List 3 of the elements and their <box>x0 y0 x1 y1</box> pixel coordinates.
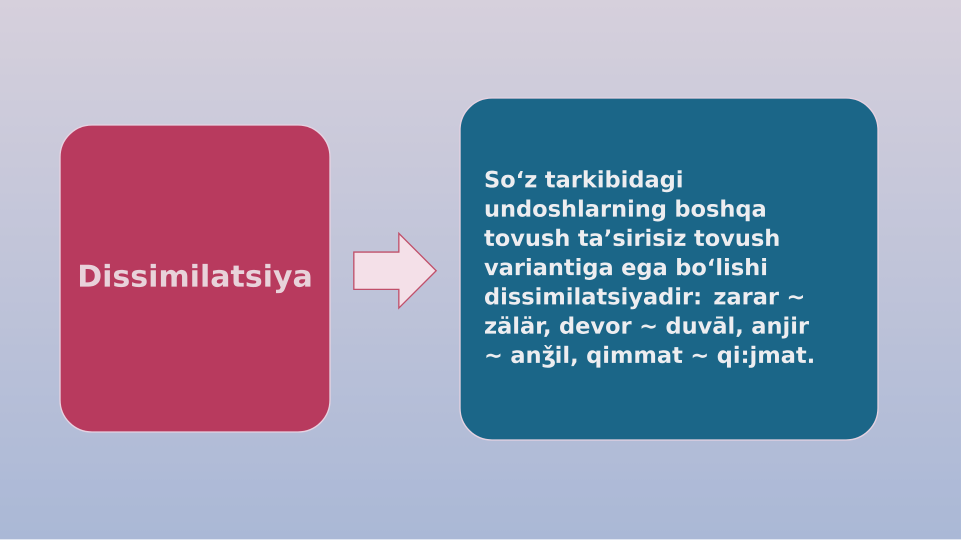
term-box: Dissimilatsiya <box>59 124 331 433</box>
definition-box: So‘z tarkibidagi undoshlarning boshqa tovush ta’sirisiz tovush variantiga ega bo‘lishi dissimilatsiyadir: zarar ~ zälär, devor ~ duvāl, anjir ~ anǯil, qimmat ~ qi:jmat. <box>459 97 879 441</box>
block-arrow <box>353 232 438 310</box>
